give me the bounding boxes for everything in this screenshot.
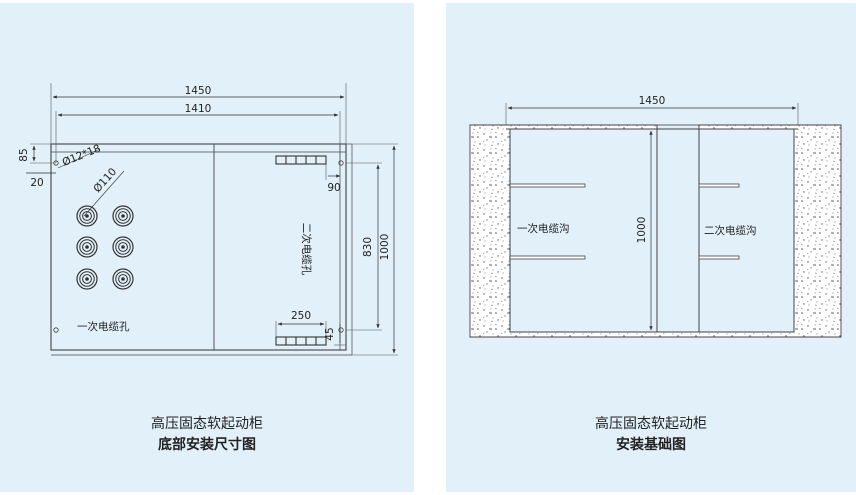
- mount-hole-bottom-right: [338, 327, 344, 333]
- dim-1450: 1450: [185, 85, 212, 97]
- secondary-cable-hole-label: 二次电缆孔: [300, 223, 313, 276]
- dim-90: 90: [327, 182, 340, 194]
- primary-bracket-upper: [509, 183, 586, 188]
- foundation-panel: 一次电缆沟 二次电缆沟 1450 1000 高压固态软起动柜 安装基础图: [446, 3, 856, 492]
- terminal-strip-bottom: [275, 336, 327, 346]
- left-caption-subtitle: 底部安装尺寸图: [158, 437, 256, 453]
- right-caption-title: 高压固态软起动柜: [595, 416, 707, 432]
- dim-1410: 1410: [185, 103, 212, 115]
- primary-trench: [509, 128, 658, 333]
- bottom-installation-drawing: 1450 1410 85 20 Ø12*18 Ø110: [18, 83, 398, 356]
- dim-hole-big: Ø110: [91, 166, 119, 195]
- bottom-installation-panel: 1450 1410 85 20 Ø12*18 Ø110: [0, 3, 414, 492]
- primary-cable-holes: [76, 205, 134, 290]
- terminal-strip-top: [275, 155, 327, 165]
- secondary-trench: [698, 128, 795, 333]
- primary-trench-label: 一次电缆沟: [517, 222, 570, 235]
- left-caption-title: 高压固态软起动柜: [151, 416, 263, 432]
- dim-85: 85: [18, 148, 30, 161]
- dim-45: 45: [324, 327, 336, 340]
- mount-hole-top-right: [338, 160, 344, 166]
- dim-hole-small: Ø12*18: [61, 143, 103, 169]
- primary-bracket-lower: [509, 255, 586, 260]
- dim-830: 830: [362, 237, 374, 257]
- right-caption-subtitle: 安装基础图: [616, 437, 686, 453]
- dim-20: 20: [30, 177, 43, 189]
- foundation-dim-1450: 1450: [639, 95, 666, 107]
- secondary-bracket-upper: [698, 183, 740, 188]
- cabinet-outline: [50, 143, 347, 351]
- dim-250: 250: [291, 310, 311, 322]
- foundation-dim-1000: 1000: [636, 217, 648, 244]
- mount-hole-bottom-left: [53, 327, 59, 333]
- dim-1000: 1000: [379, 234, 391, 261]
- primary-cable-hole-label: 一次电缆孔: [77, 320, 130, 333]
- foundation-drawing: 一次电缆沟 二次电缆沟 1450 1000: [469, 95, 842, 338]
- secondary-bracket-lower: [698, 255, 740, 260]
- mount-hole-top-left: [53, 160, 59, 166]
- secondary-trench-label: 二次电缆沟: [704, 224, 757, 237]
